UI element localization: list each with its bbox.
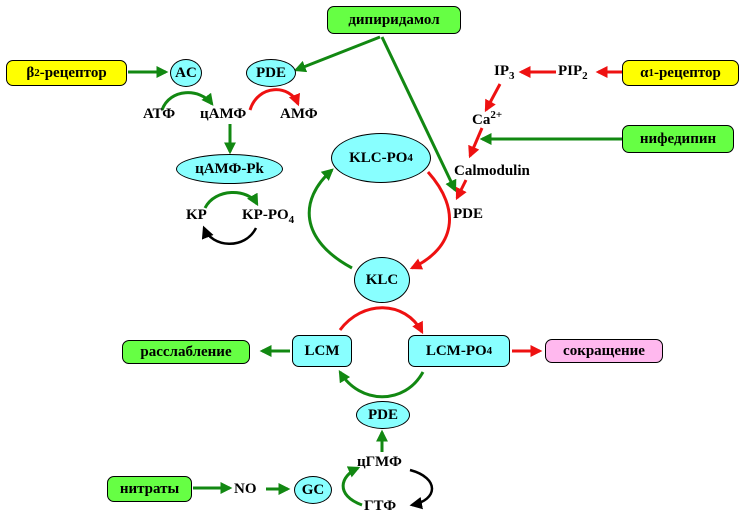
klc-label: KLC [365, 271, 399, 288]
arrow-kppo4-to-kp [201, 225, 258, 245]
arrow-calmodulin-to-pde [455, 179, 468, 201]
kp-po4-label: KP-PO4 [242, 207, 295, 226]
alpha1-greek: α [640, 64, 649, 81]
camp-pk-node: цАМФ-Pk [176, 154, 283, 184]
arrow-lcmpo4-to-lcm [338, 369, 425, 399]
arrow-lcm-to-lcmpo4 [338, 306, 424, 335]
dipyridamole-label: дипиридамол [348, 11, 440, 28]
ip3-base: IP [494, 63, 509, 79]
atp-label: АТФ [143, 106, 176, 122]
pip2-base: PIP [558, 63, 583, 79]
pde-bottom-node: PDE [356, 401, 410, 429]
alpha1-label: -рецептор [653, 64, 721, 81]
arrow-dipyridamole-to-pde [293, 35, 381, 73]
arrow-camp-to-amp [248, 88, 300, 111]
dipyridamole-box: дипиридамол [327, 6, 461, 34]
arrow-klc-to-klcpo4 [307, 168, 353, 270]
klc-po4-label: KLC-PO [349, 149, 408, 166]
kp-po4-sub: 4 [288, 214, 295, 226]
nifedipine-box: нифедипин [622, 125, 734, 153]
pde-right-label: PDE [453, 206, 483, 222]
relaxation-label: расслабление [140, 343, 232, 360]
gtp-label: ГТФ [364, 498, 397, 514]
relaxation-box: расслабление [122, 340, 250, 364]
arrow-ip3-to-ca [484, 83, 502, 113]
camp-pk-label: цАМФ-Pk [195, 160, 264, 177]
no-label: NO [234, 481, 257, 497]
nitrates-label: нитраты [119, 480, 180, 497]
camp-label: цАМФ [200, 106, 247, 122]
pde-top-label: PDE [256, 64, 286, 81]
ac-label: AC [175, 64, 197, 81]
arrow-klcpo4-to-klc [409, 171, 452, 270]
arrow-cgmp-to-gtp [409, 468, 433, 510]
amp-label: АМФ [280, 106, 318, 122]
pde-top-node: PDE [246, 59, 296, 87]
contraction-label: сокращение [563, 342, 645, 359]
arrow-gtp-to-cgmp [341, 466, 363, 507]
nifedipine-label: нифедипин [639, 130, 717, 147]
pde-bottom-label: PDE [368, 406, 398, 423]
arrow-atp-to-camp [160, 91, 214, 111]
beta2-label: -рецептор [39, 64, 107, 81]
gc-node: GC [294, 476, 332, 504]
nitrates-box: нитраты [107, 476, 192, 502]
pip2-label: PIP2 [558, 63, 588, 82]
cgmp-label: цГМФ [357, 454, 402, 470]
arrow-ca-to-calmodulin [468, 127, 484, 159]
ac-node: AC [170, 59, 202, 87]
lcm-label: LCM [304, 342, 340, 359]
ca2-label: Ca2+ [472, 110, 502, 128]
arrow-kp-to-kppo4 [203, 191, 259, 209]
lcm-node: LCM [292, 335, 352, 367]
beta2-greek: β [26, 64, 35, 81]
lcm-po4-label: LCM-PO [425, 342, 487, 359]
kp-po4-base: KP-PO [242, 207, 289, 223]
gc-label: GC [301, 481, 325, 498]
ca2-base: Ca [472, 112, 491, 128]
contraction-box: сокращение [545, 339, 663, 363]
ca2-sup: 2+ [490, 109, 503, 121]
ip3-label: IP3 [494, 63, 515, 82]
ip3-sub: 3 [509, 70, 515, 82]
klc-node: KLC [354, 257, 410, 303]
calmodulin-label: Calmodulin [454, 163, 530, 179]
arrow-dipyridamole-to-pde-right [380, 36, 457, 193]
kp-label: KP [186, 207, 207, 223]
pip2-sub: 2 [582, 70, 588, 82]
